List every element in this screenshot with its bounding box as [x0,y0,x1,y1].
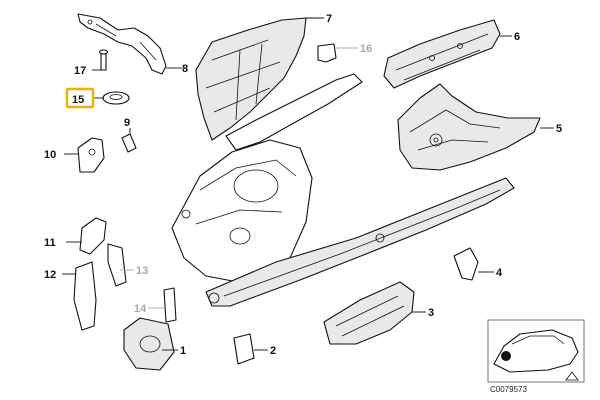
part-1-mount [123,317,175,371]
part-10-bracket [77,137,105,173]
callout-11[interactable]: 11 [44,237,56,249]
part-9-clip [121,133,137,153]
leader-lines [62,17,554,351]
callout-9[interactable]: 9 [124,117,130,129]
callout-13[interactable]: 13 [136,265,148,277]
callout-8[interactable]: 8 [182,63,188,75]
callout-3[interactable]: 3 [428,307,434,319]
callout-17[interactable]: 17 [74,65,86,77]
part-15-tab [317,43,337,63]
callout-5[interactable]: 5 [556,123,562,135]
part-6-rail [383,19,501,89]
main-wheel-house [171,73,363,283]
inset-car-thumbnail: C0079573 [487,319,585,394]
callout-16-highlight [65,87,95,109]
callout-15[interactable]: 16 [360,43,372,55]
main-longitudinal [205,177,515,307]
part-5-side-member [397,83,541,171]
part-2-clip [233,333,255,365]
image-code: C0079573 [490,385,527,394]
callout-10[interactable]: 10 [44,149,56,161]
part-3-bracket [323,281,415,345]
part-4-bracket [453,247,479,281]
callout-6[interactable]: 6 [514,31,520,43]
callout-12[interactable]: 12 [44,269,56,281]
part-12-bracket [73,243,127,331]
callout-4[interactable]: 4 [496,267,503,279]
callout-1[interactable]: 1 [180,345,186,357]
part-7-panel [195,17,307,141]
part-8-bracket [77,13,167,75]
part-17-bolt [98,49,109,71]
part-11-bracket [79,217,107,255]
part-16-plug [102,91,130,105]
callout-labels: 8 7 16 6 5 3 4 2 1 17 9 10 11 12 13 14 1… [44,13,562,357]
callout-2[interactable]: 2 [270,345,276,357]
callout-7[interactable]: 7 [326,13,332,25]
callout-16[interactable]: 15 [72,94,84,106]
part-14-sleeve [163,287,177,323]
callout-14[interactable]: 14 [134,303,147,315]
